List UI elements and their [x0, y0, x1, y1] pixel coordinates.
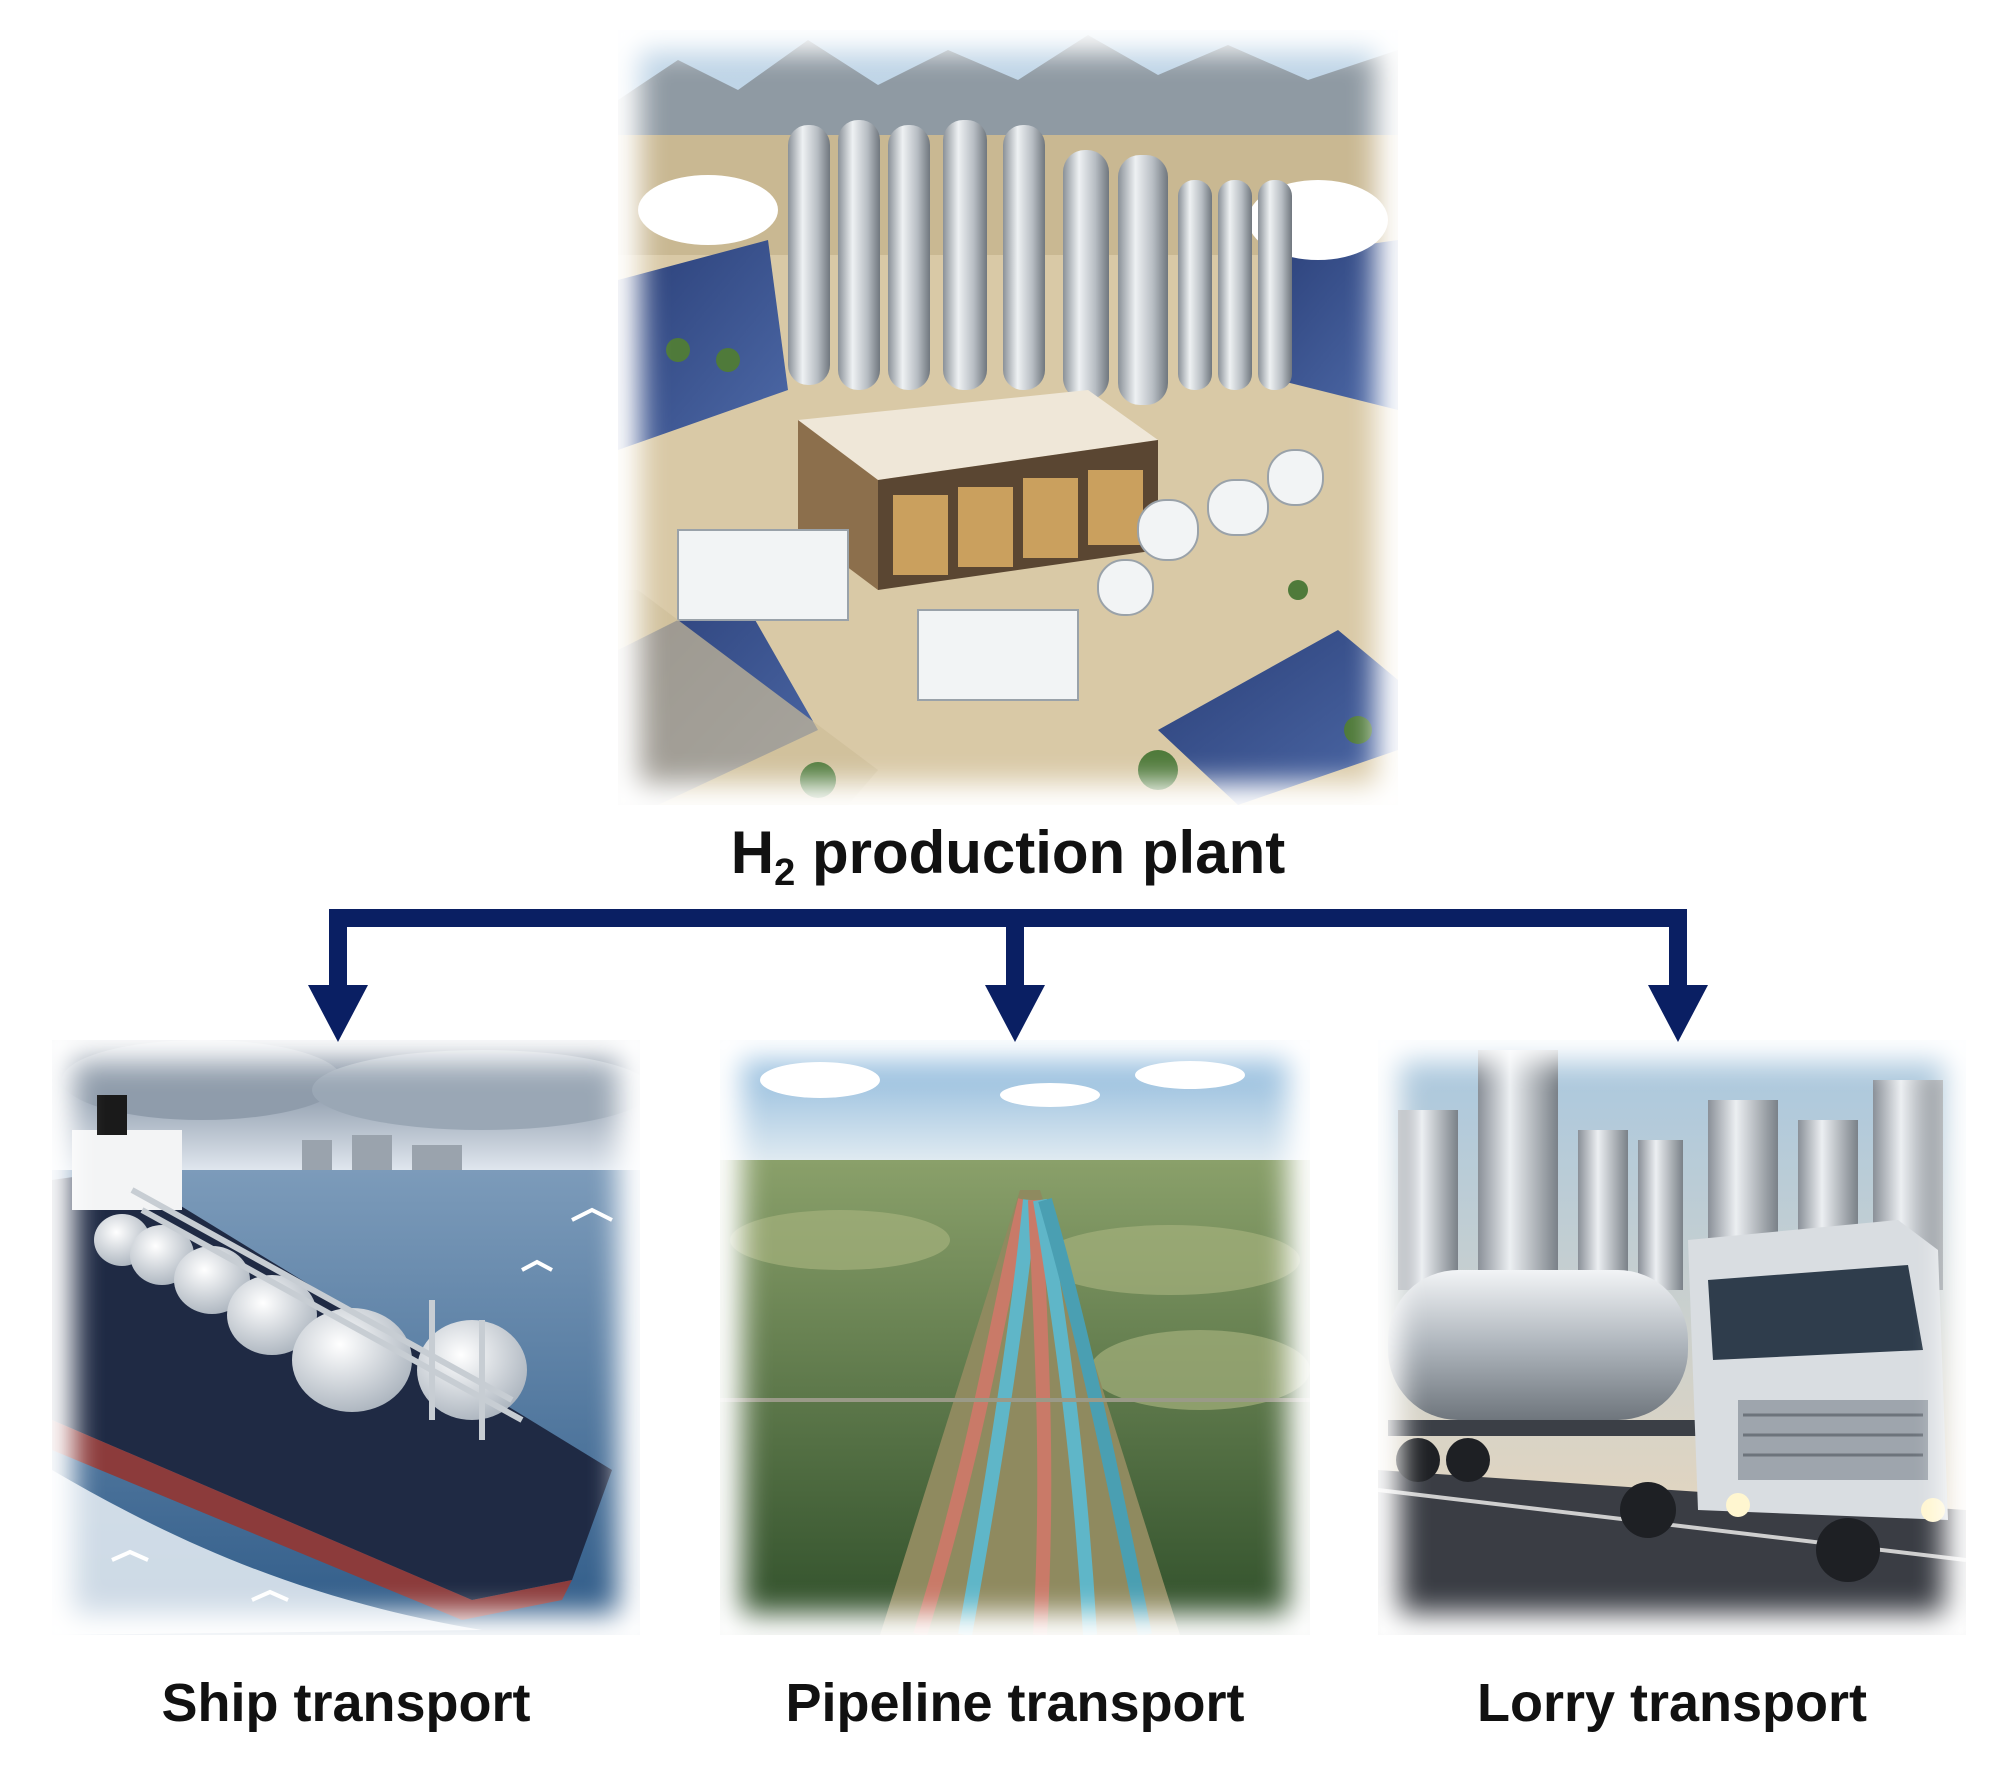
arrowhead-ship [308, 985, 368, 1042]
lorry-image [1378, 1040, 1966, 1635]
pipeline-transport-label: Pipeline transport [785, 1673, 1245, 1733]
branch-connector [329, 909, 1687, 1000]
plant-label: H2 production plant [618, 818, 1398, 895]
hydrogen-plant-image [618, 30, 1398, 805]
hydrogen-subscript: 2 [774, 852, 796, 894]
ship-image [52, 1040, 640, 1635]
arrowhead-lorry [1648, 985, 1708, 1042]
hydrogen-symbol: H [730, 819, 775, 886]
pipeline-image [720, 1040, 1310, 1635]
ship-transport-label: Ship transport [161, 1673, 531, 1733]
lorry-transport-label: Lorry transport [1476, 1673, 1868, 1733]
arrowhead-pipeline [985, 985, 1045, 1042]
plant-label-text: production plant [811, 819, 1286, 886]
